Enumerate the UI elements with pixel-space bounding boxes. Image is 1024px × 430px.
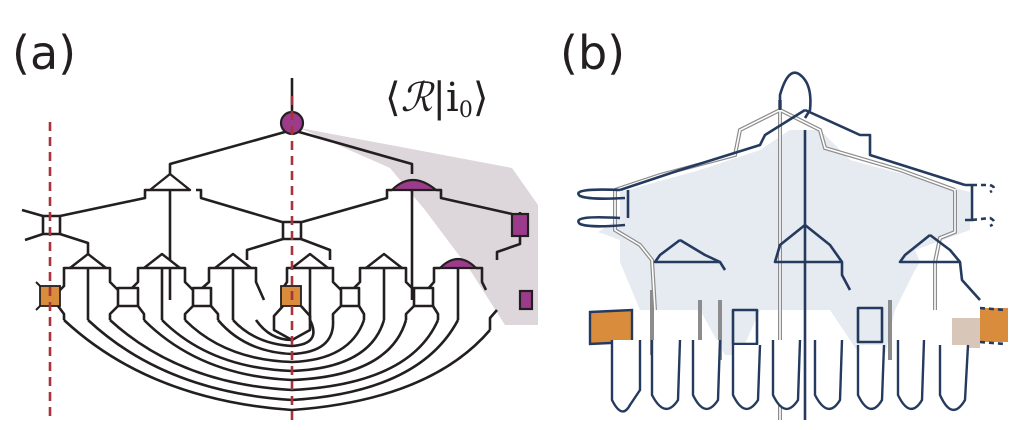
lobes	[610, 339, 970, 413]
close-angle-bracket: ⟩	[472, 75, 489, 121]
lobe	[856, 344, 886, 410]
state-symbol: i	[446, 75, 459, 121]
operator-symbol: ℛ	[400, 75, 433, 121]
lobe	[731, 344, 762, 410]
orange-band-left	[588, 308, 634, 346]
lobe	[938, 344, 970, 411]
open-angle-bracket: ⟨	[385, 75, 401, 121]
lobe	[896, 339, 926, 410]
panel-label-b: (b)	[560, 26, 626, 80]
ket-bar: |	[432, 75, 447, 121]
bra-ket-annotation: ⟨ℛ|i0⟩	[385, 78, 488, 122]
cut-lines	[48, 96, 294, 422]
lobe	[813, 339, 844, 410]
beige-band-patch	[952, 318, 980, 348]
state-subscript: 0	[458, 98, 473, 123]
white-triangle-tensors	[68, 172, 404, 270]
lobe	[771, 339, 802, 410]
lobe	[691, 339, 722, 410]
shaded-reduction-region	[300, 128, 538, 325]
surface-outline	[577, 71, 981, 420]
dashed-boundary-continuations	[971, 183, 1006, 346]
lobe	[650, 339, 682, 410]
panel-label-a: (a)	[12, 26, 77, 80]
orange-band-right	[980, 308, 1008, 342]
lobe	[610, 340, 642, 413]
